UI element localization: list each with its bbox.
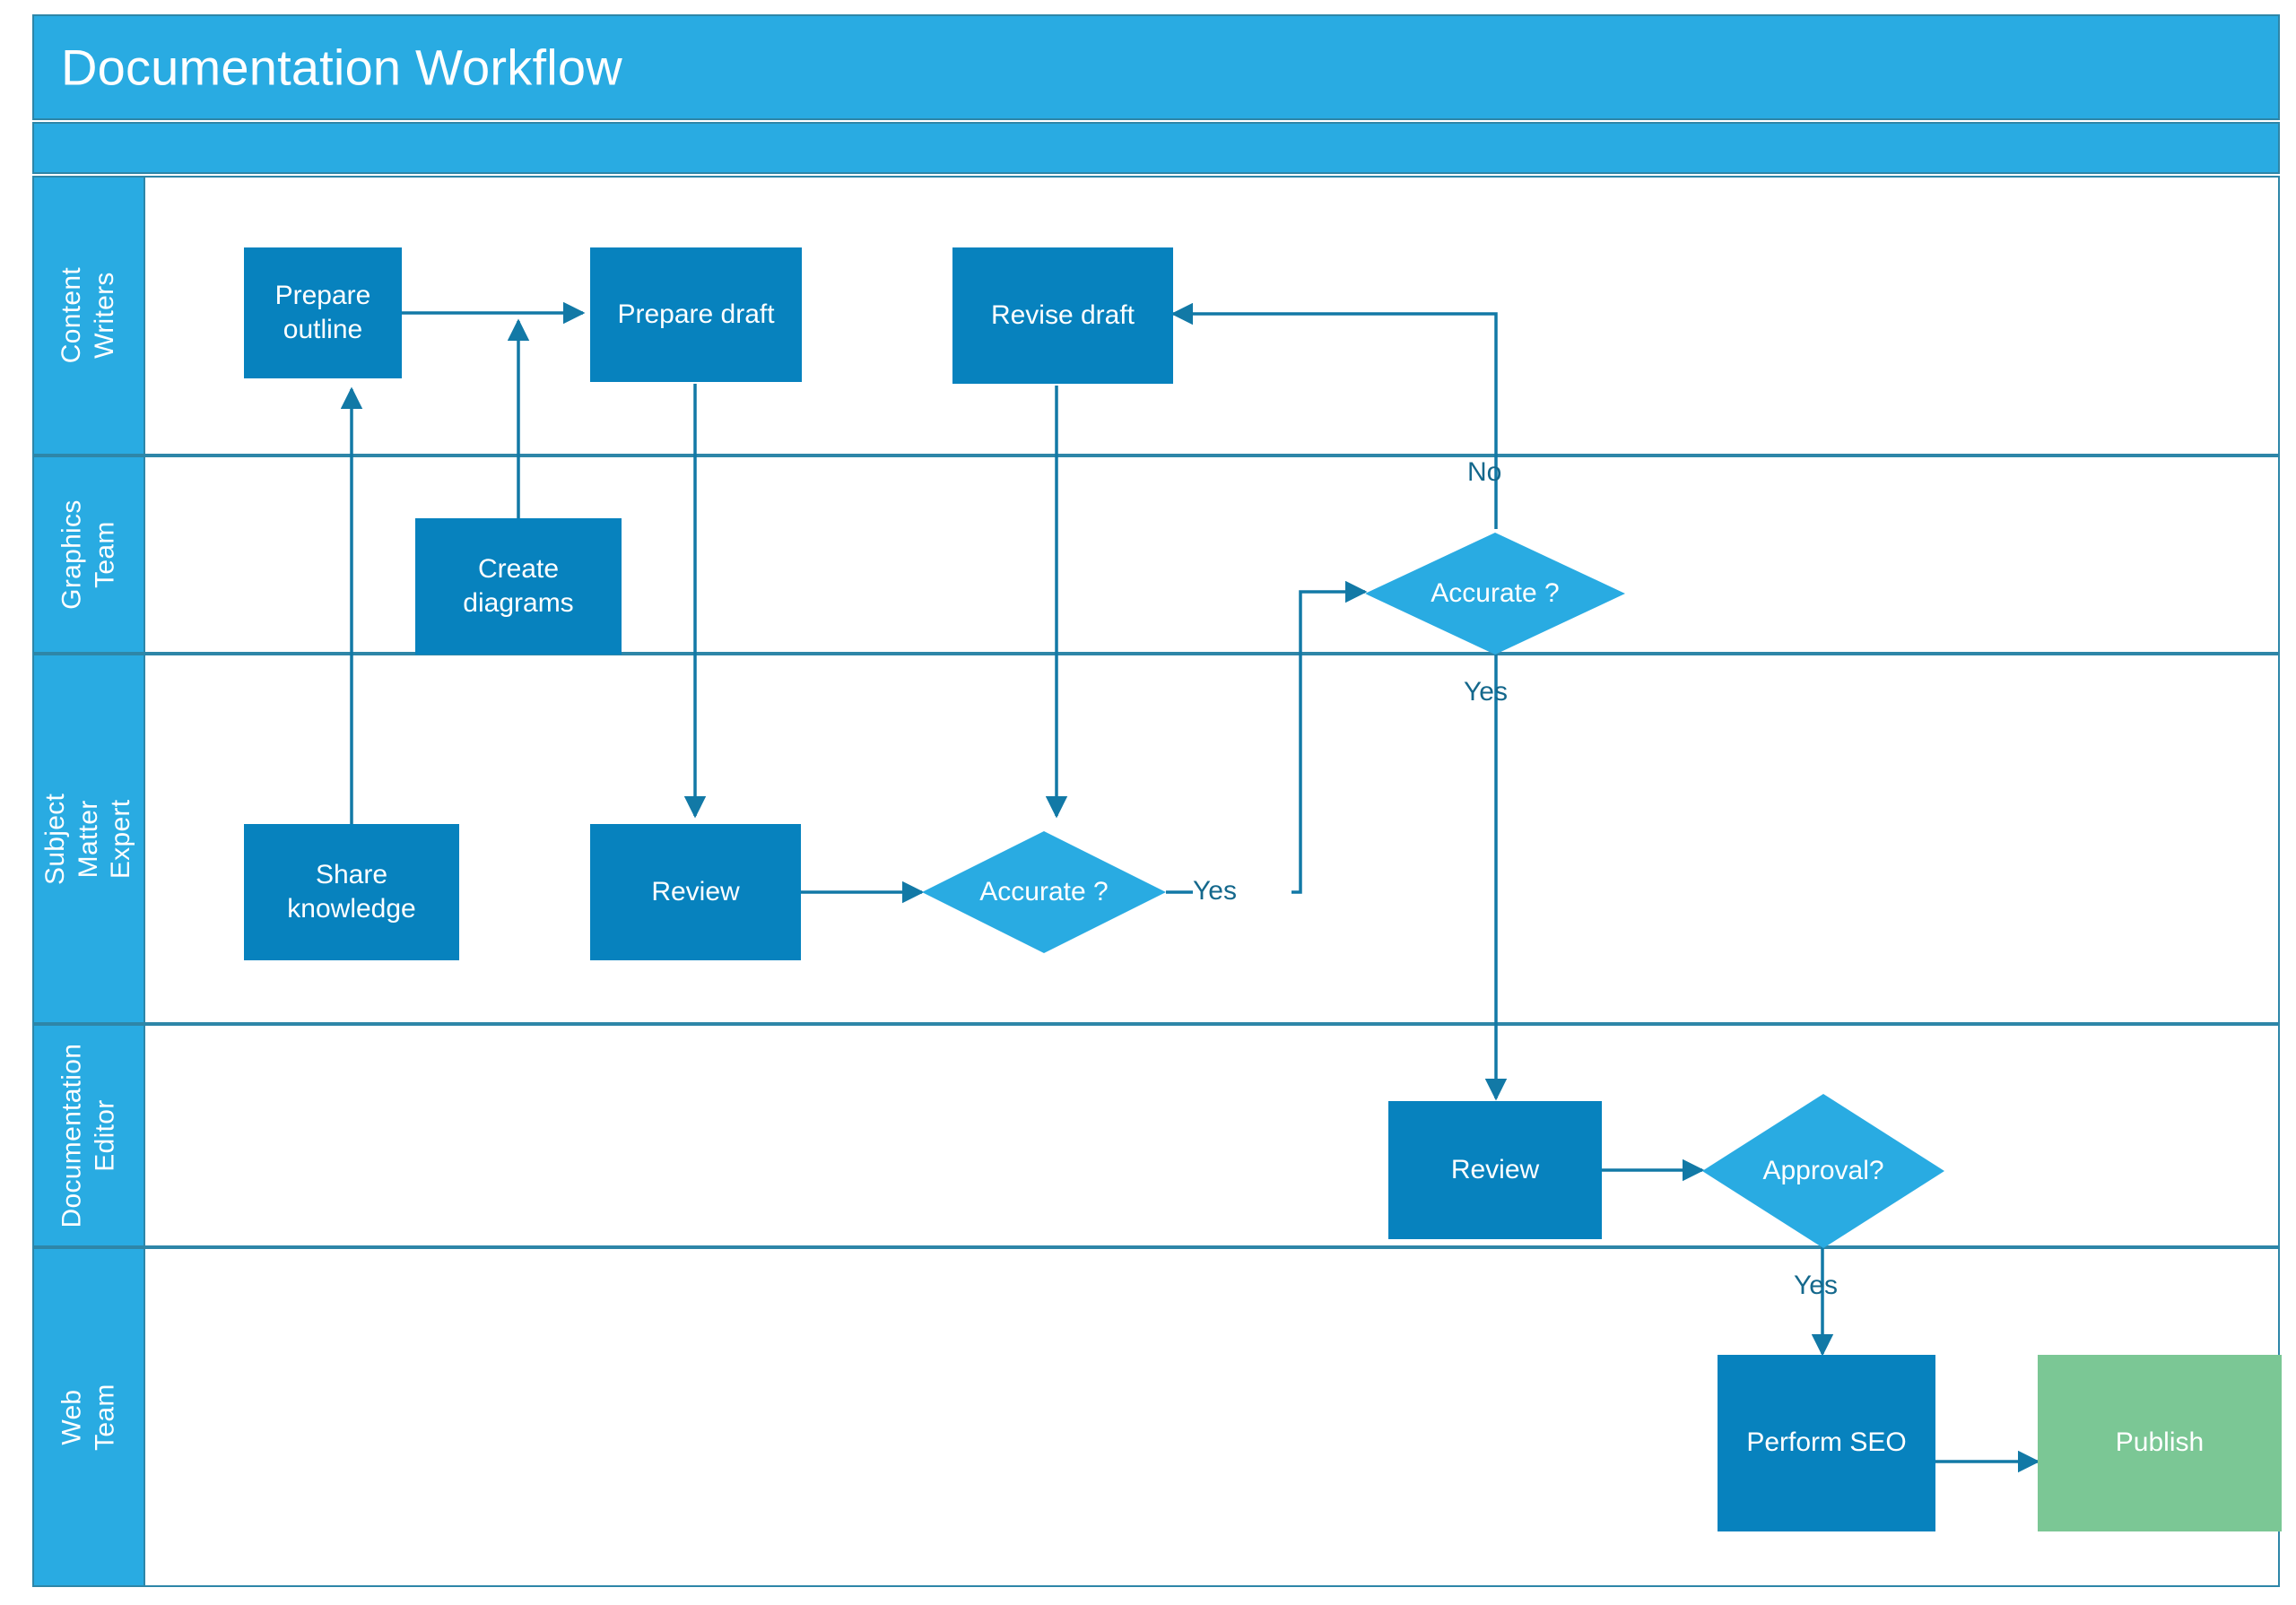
node-label-review-sme: Review <box>651 876 740 907</box>
lane-documentation-editor[interactable]: Documentation Editor <box>32 1024 2280 1247</box>
lane-header-web-team: Web Team <box>34 1249 145 1585</box>
node-create-diagrams[interactable]: Create diagrams <box>415 518 622 655</box>
lane-header-content-writers: Content Writers <box>34 178 145 454</box>
lane-web-team[interactable]: Web Team <box>32 1247 2280 1587</box>
page-title: Documentation Workflow <box>61 39 622 96</box>
lane-label-graphics-team: Graphics Team <box>57 499 120 610</box>
node-review-sme[interactable]: Review <box>590 824 801 960</box>
phase-band <box>32 122 2280 174</box>
node-review-editor[interactable]: Review <box>1388 1101 1602 1239</box>
edge-label-yes-approval: Yes <box>1794 1271 1838 1301</box>
lane-header-graphics-team: Graphics Team <box>34 457 145 652</box>
node-label-prepare-outline: Prepare outline <box>274 280 371 344</box>
node-label-review-editor: Review <box>1450 1154 1540 1184</box>
node-label-share-knowledge: Share knowledge <box>287 859 416 924</box>
node-prepare-outline[interactable]: Prepare outline <box>244 247 402 378</box>
lane-label-documentation-editor: Documentation Editor <box>57 1043 119 1228</box>
node-accurate-sme[interactable]: Accurate ? <box>922 831 1166 953</box>
lane-graphics-team[interactable]: Graphics Team <box>32 455 2280 654</box>
diagram-title-bar: Documentation Workflow <box>32 14 2280 120</box>
edge-label-yes-sme: Yes <box>1193 876 1237 907</box>
node-prepare-draft[interactable]: Prepare draft <box>590 247 802 382</box>
lane-label-web-team: Web Team <box>57 1384 119 1451</box>
node-label-accurate-sme: Accurate ? <box>979 876 1109 907</box>
edge-label-no: No <box>1467 457 1501 488</box>
lane-header-documentation-editor: Documentation Editor <box>34 1026 145 1245</box>
edge-label-yes-sme-text: Yes <box>1193 876 1237 906</box>
node-label-accurate-graphics: Accurate ? <box>1431 577 1560 608</box>
node-publish[interactable]: Publish <box>2038 1355 2282 1531</box>
edge-label-no-text: No <box>1467 457 1502 487</box>
node-label-perform-seo: Perform SEO <box>1746 1427 1907 1458</box>
edge-label-yes-approval-text: Yes <box>1794 1271 1838 1300</box>
lane-label-subject-matter-expert: Subject Matter Expert <box>40 793 136 885</box>
lane-label-content-writers: Content Writers <box>57 267 119 364</box>
node-label-approval: Approval? <box>1762 1155 1884 1185</box>
node-label-create-diagrams: Create diagrams <box>463 553 574 618</box>
node-share-knowledge[interactable]: Share knowledge <box>244 824 459 960</box>
node-label-revise-draft: Revise draft <box>990 299 1135 330</box>
node-label-prepare-draft: Prepare draft <box>617 299 775 329</box>
edge-label-yes-graphics-text: Yes <box>1464 677 1508 707</box>
node-approval[interactable]: Approval? <box>1702 1094 1944 1248</box>
node-revise-draft[interactable]: Revise draft <box>952 247 1173 384</box>
node-perform-seo[interactable]: Perform SEO <box>1718 1355 1935 1531</box>
node-accurate-graphics[interactable]: Accurate ? <box>1365 533 1625 655</box>
lane-header-subject-matter-expert: Subject Matter Expert <box>34 655 145 1022</box>
edge-label-yes-graphics: Yes <box>1464 677 1508 707</box>
node-label-publish: Publish <box>2115 1427 2205 1458</box>
